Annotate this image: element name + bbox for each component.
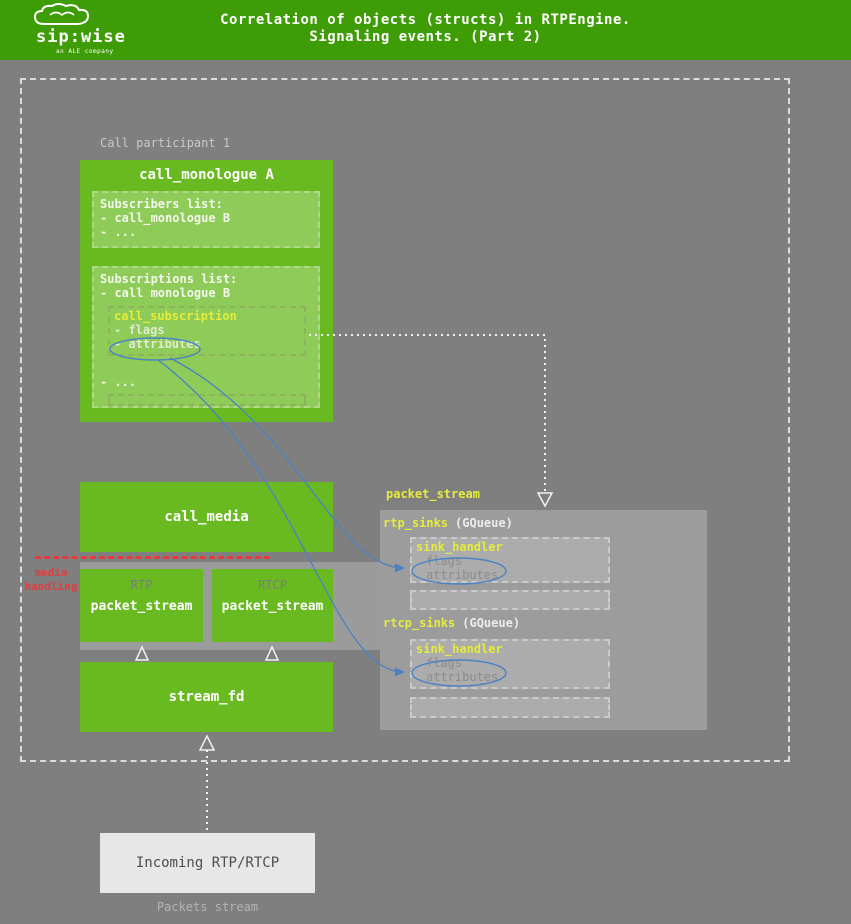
rtp-packet-stream-title: packet_stream: [90, 599, 193, 614]
sipwise-logo-cloud-icon: [33, 3, 90, 25]
rtp-sinks-label: rtp_sinks: [383, 516, 449, 530]
rtp-sink-handler-title: sink_handler: [416, 540, 503, 554]
subscribers-list-box: Subscribers list: - call_monologue B - .…: [92, 191, 320, 248]
sipwise-logo-subtext: an ALE company: [56, 48, 114, 55]
rtcp-packet-stream-box: RTCP packet_stream: [212, 569, 333, 642]
call-participant-label: Call participant 1: [100, 136, 231, 150]
rtp-sink-empty-box: [410, 590, 610, 610]
packet-stream-panel: rtp_sinks (GQueue) sink_handler flags att…: [380, 510, 707, 730]
rtp-packet-stream-box: RTP packet_stream: [80, 569, 203, 642]
call-media-title: call_media: [164, 509, 249, 525]
call-monologue-title: call_monologue A: [139, 167, 274, 183]
media-handling-line1: media: [34, 566, 68, 579]
rtp-sink-handler-attributes: attributes: [426, 568, 499, 582]
subscriptions-more: - ...: [100, 375, 137, 389]
rtcp-sink-handler-box: sink_handler flags attributes: [410, 639, 610, 689]
rtcp-sinks-row: rtcp_sinks (GQueue): [383, 616, 520, 630]
call-subscription-attributes: - attributes: [114, 337, 201, 351]
packet-stream-panel-label: packet_stream: [386, 487, 480, 501]
subscribers-more: - ...: [100, 225, 137, 239]
header-bar: sip:wise an ALE company Correlation of o…: [0, 0, 851, 60]
rtp-sink-handler-box: sink_handler flags attributes: [410, 537, 610, 583]
rtp-sinks-row: rtp_sinks (GQueue): [383, 516, 513, 530]
sipwise-logo-text: sip:wise: [36, 27, 126, 47]
subscribers-title: Subscribers list:: [100, 197, 223, 211]
incoming-rtp-title: Incoming RTP/RTCP: [135, 855, 280, 871]
sipwise-logo: sip:wise an ALE company: [30, 3, 140, 59]
media-handling-line2: handling: [24, 580, 78, 593]
media-handling-divider: [35, 556, 270, 559]
rtcp-label: RTCP: [258, 578, 287, 592]
page-title-line1: Correlation of objects (structs) in RTPE…: [220, 12, 631, 28]
incoming-rtp-box: Incoming RTP/RTCP: [100, 833, 315, 893]
call-monologue-box: call_monologue A Subscribers list: - cal…: [80, 160, 333, 422]
subscribers-item: - call_monologue B: [100, 211, 231, 225]
rtcp-packet-stream-title: packet_stream: [221, 599, 324, 614]
subscription-empty-box: [108, 394, 306, 406]
rtp-label: RTP: [130, 578, 153, 592]
rtcp-sink-handler-attributes: attributes: [426, 670, 499, 684]
subscriptions-list-box: Subscriptions list: - call monologue B c…: [92, 266, 320, 408]
rtcp-sink-handler-flags: flags: [426, 656, 463, 670]
rtp-sink-handler-flags: flags: [426, 554, 463, 568]
diagram-frame: [20, 78, 790, 762]
stream-fd-box: stream_fd: [80, 662, 333, 732]
rtp-sinks-type: (GQueue): [455, 516, 513, 530]
rtcp-sink-handler-title: sink_handler: [416, 642, 503, 656]
call-subscription-flags: - flags: [114, 323, 165, 337]
call-subscription-box: call_subscription - flags - attributes: [108, 306, 306, 356]
page-title: Correlation of objects (structs) in RTPE…: [0, 12, 851, 46]
call-media-box: call_media: [80, 482, 333, 552]
media-handling-label: media handling: [18, 566, 84, 594]
subscriptions-title: Subscriptions list:: [100, 272, 238, 286]
call-subscription-title: call_subscription: [114, 309, 237, 323]
rtcp-sink-empty-box: [410, 697, 610, 718]
packets-stream-caption: Packets stream: [156, 900, 259, 914]
page-title-line2: Signaling events. (Part 2): [309, 29, 542, 45]
subscriptions-item: - call monologue B: [100, 286, 231, 300]
stream-fd-title: stream_fd: [168, 689, 245, 705]
rtcp-sinks-label: rtcp_sinks: [383, 616, 456, 630]
rtcp-sinks-type: (GQueue): [462, 616, 521, 630]
